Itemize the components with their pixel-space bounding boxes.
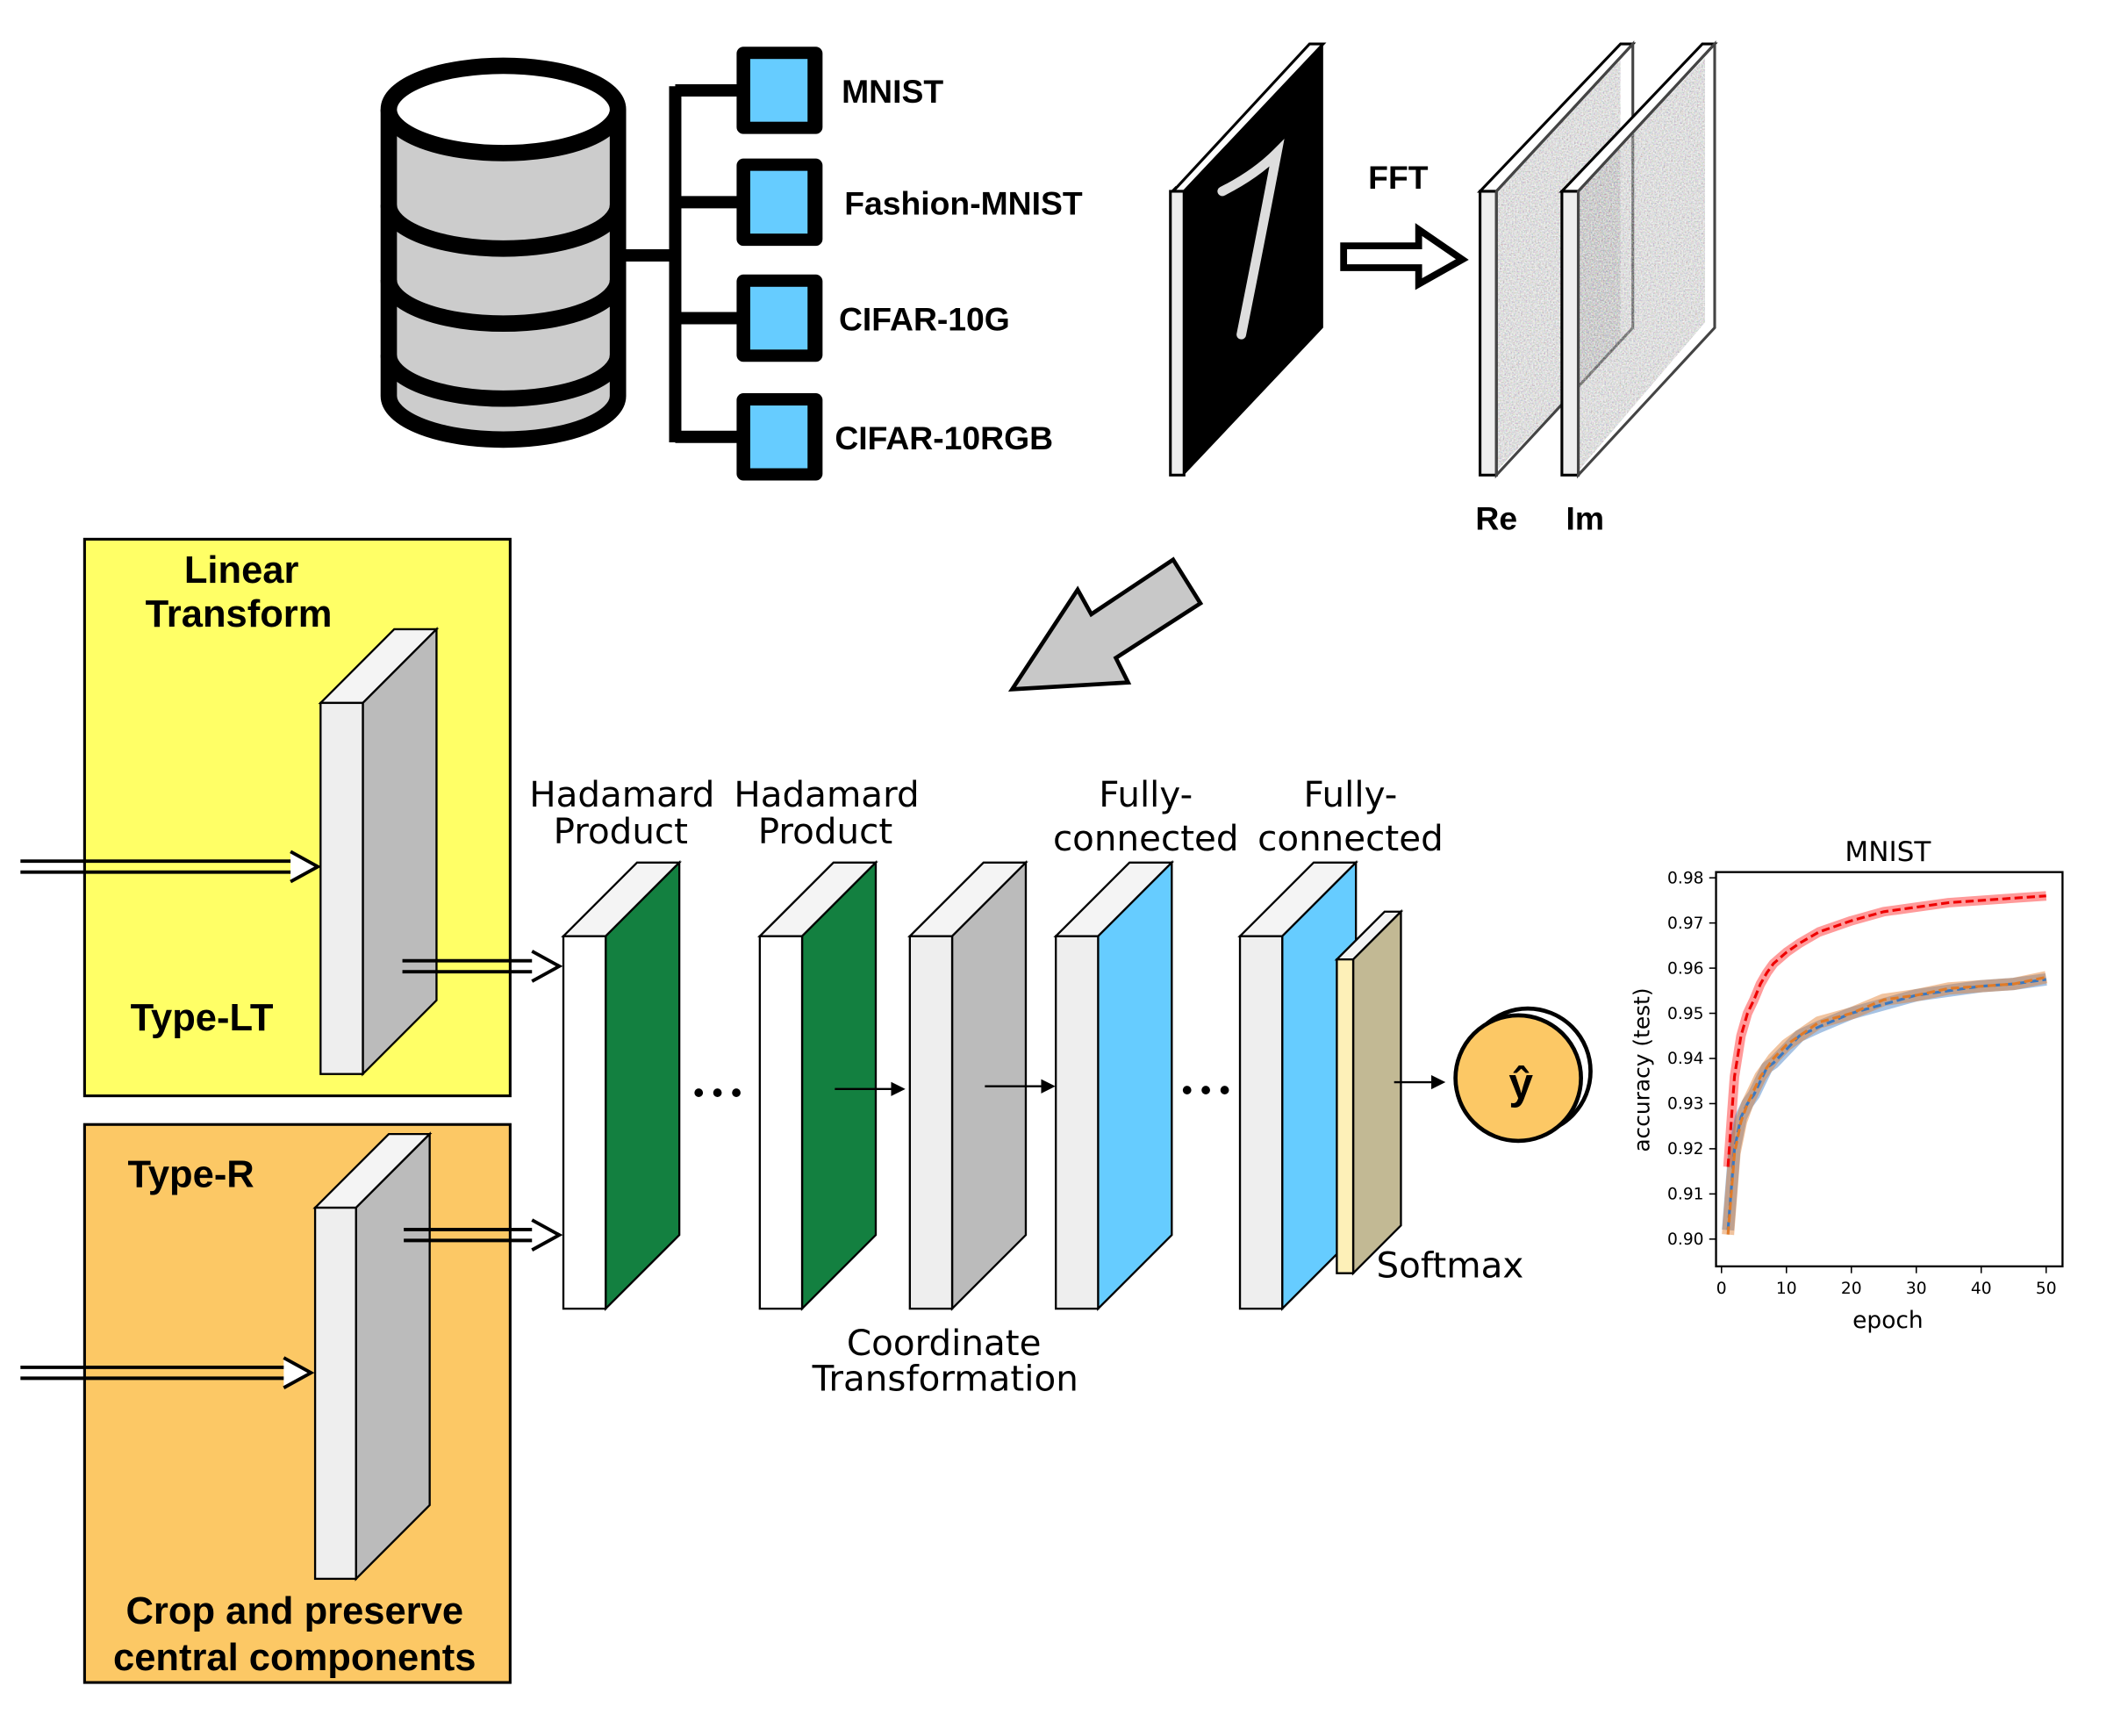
y-tick-label: 0.93 [1667,1095,1704,1114]
y-tick-label: 0.90 [1667,1230,1704,1249]
type-lt-title-1: Linear [184,549,299,592]
x-tick-label: 20 [1841,1280,1862,1298]
dataset-item: CIFAR-10G [736,274,1010,362]
double-arrow-icon [20,1356,315,1389]
layer-slab [318,627,440,1077]
mnist-sample-image [1169,42,1327,477]
fft-arrow-icon [1340,223,1469,291]
database-icon [380,57,627,448]
small-arrows [835,1074,1446,1096]
x-tick-label: 50 [2036,1280,2057,1298]
double-arrow-icon [404,1218,563,1252]
hadamard-2-label-1: Hadamard [734,773,919,815]
type-lt-panel: Linear Transform Type-LT [82,537,512,1098]
softmax-label: Softmax [1377,1244,1524,1286]
dataset-label: Fashion-MNIST [844,184,1083,221]
x-tick-label: 30 [1906,1280,1927,1298]
fc-2-label-2: connected [1257,817,1444,859]
hadamard-2-label-2: Product [758,810,892,852]
y-hat-label: ŷ [1508,1059,1533,1108]
ellipsis-1: • • • [693,1076,742,1109]
dataset-tree-connector [624,83,740,443]
coordinate-label-2: Transformation [812,1357,1078,1399]
ellipsis-2: • • • [1182,1073,1230,1107]
series-line [1726,978,2046,1230]
dataset-item: Fashion-MNIST [736,158,1083,247]
type-lt-title-2: Transform [146,593,333,635]
double-arrow-icon [20,850,322,884]
hadamard-1-label-1: Hadamard [529,773,714,815]
double-arrow-icon [402,950,563,983]
fc-2-label-1: Fully- [1303,773,1397,815]
mnist-accuracy-chart: MNIST epoch accuracy (test) 0 10 20 30 40 50 0… [1629,836,2064,1334]
chart-frame [1715,871,2064,1268]
x-tick-label: 40 [1971,1280,1992,1298]
y-tick-label: 0.98 [1667,869,1704,887]
y-tick-label: 0.92 [1667,1140,1704,1159]
type-r-desc-1: Crop and preserve [126,1590,464,1632]
y-tick-label: 0.97 [1667,915,1704,933]
type-r-panel: Type-R Crop and preserve central compone… [82,1123,512,1684]
x-tick-label: 10 [1776,1280,1797,1298]
dataset-item: CIFAR-10RGB [736,393,1053,481]
series-band [1723,891,2047,1167]
dataset-label: CIFAR-10G [839,301,1010,338]
fc-1-label-2: connected [1053,817,1239,859]
series-band [1722,973,2047,1231]
im-label: Im [1566,499,1605,536]
fc-1-label-1: Fully- [1099,773,1193,815]
dataset-label: MNIST [842,73,943,110]
hadamard-1-label-2: Product [554,810,688,852]
y-tick-label: 0.91 [1667,1186,1704,1204]
fft-label: FFT [1368,159,1429,196]
chart-xlabel: epoch [1852,1307,1923,1334]
output-node: ŷ [1453,1006,1593,1144]
series-line [1726,975,2047,1235]
y-tick-label: 0.95 [1667,1005,1704,1023]
flow-arrow-icon [1007,556,1204,692]
series-line [1726,894,2046,1167]
chart-ylabel: accuracy (test) [1629,987,1654,1151]
dataset-label: CIFAR-10RGB [835,420,1053,456]
type-r-desc-2: central components [113,1637,476,1679]
hadamard-layer-1 [561,859,682,1311]
y-tick-label: 0.94 [1667,1050,1704,1068]
softmax-layer [1334,908,1404,1276]
fc-layer-1 [1053,859,1175,1311]
series-band [1722,971,2048,1236]
dataset-item: MNIST [736,47,943,134]
hadamard-layer-2 [757,859,878,1311]
layer-slab [312,1131,433,1582]
y-tick-label: 0.96 [1667,959,1704,978]
x-tick-label: 0 [1716,1280,1727,1298]
coordinate-label-1: Coordinate [847,1322,1042,1364]
chart-title: MNIST [1845,836,1931,868]
type-lt-name: Type-LT [131,997,274,1039]
type-r-name: Type-R [127,1154,254,1196]
re-label: Re [1475,499,1517,536]
